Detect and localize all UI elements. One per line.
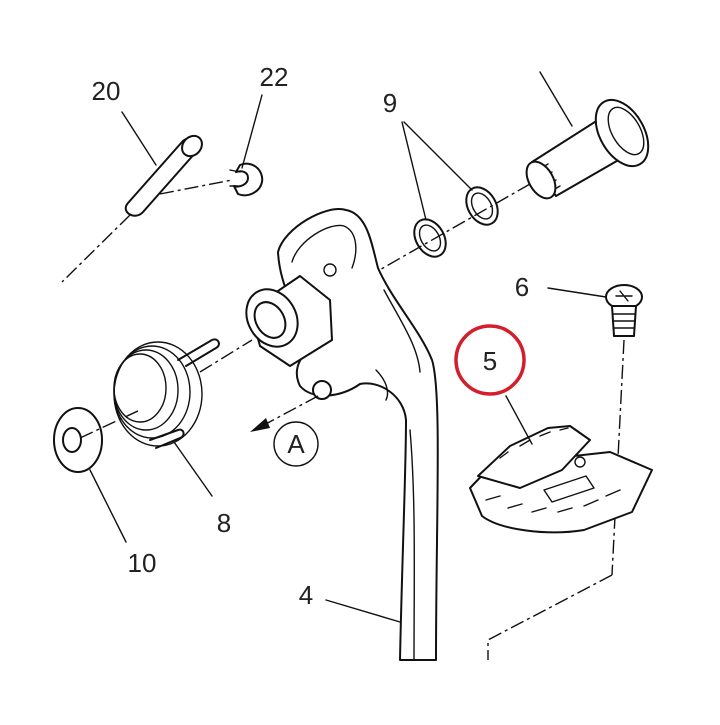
part-8-spring (113, 338, 253, 449)
part-6-screw (605, 284, 643, 576)
pivot-boss (245, 275, 333, 367)
view-a-arrow (250, 395, 319, 432)
callout-10: 10 (128, 548, 157, 578)
part-22-e-clip (159, 162, 264, 197)
callout-9: 9 (383, 88, 397, 118)
part-20-pin (61, 134, 203, 283)
callout-5: 5 (483, 346, 497, 376)
leader-lines (89, 71, 607, 623)
part-9-o-rings (413, 186, 499, 258)
callout-labels: 20 22 9 6 5 8 10 4 (92, 62, 530, 610)
part-10-washer (53, 407, 141, 473)
callout-6: 6 (515, 272, 529, 302)
part-5-foot-step (469, 425, 653, 660)
view-a-marker: A (273, 421, 319, 467)
callout-20: 20 (92, 76, 121, 106)
callout-22: 22 (260, 62, 289, 92)
pivot-bolt (375, 98, 650, 273)
part-5-highlight-ring (454, 324, 526, 396)
callout-8: 8 (217, 508, 231, 538)
callout-4: 4 (299, 580, 313, 610)
view-a-label: A (287, 429, 305, 459)
